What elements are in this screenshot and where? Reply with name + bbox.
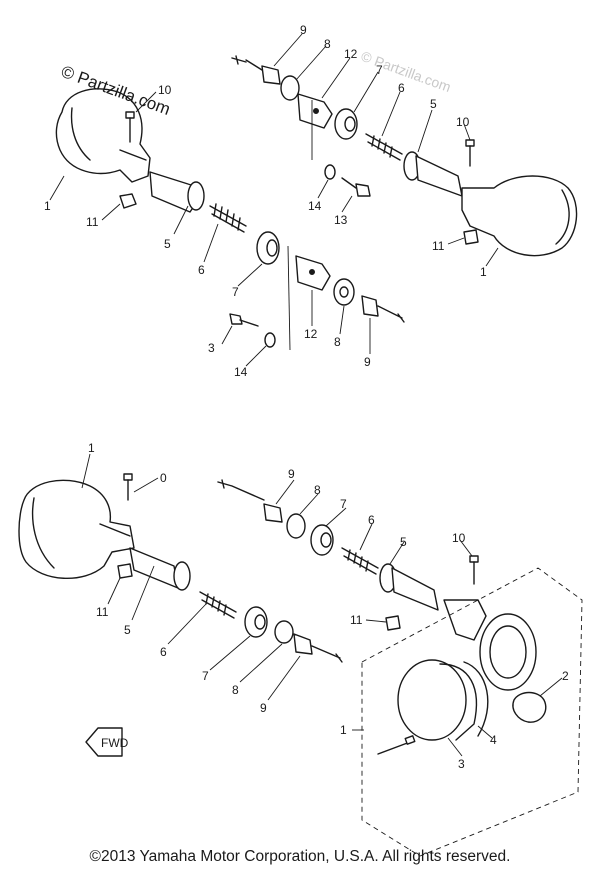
label-d6: 6 [368, 513, 375, 527]
label-b1: 1 [480, 265, 487, 279]
label-d7: 7 [340, 497, 347, 511]
label-c10: 0 [160, 471, 167, 485]
label-a10: 10 [158, 83, 172, 97]
copyright-notice: ©2013 Yamaha Motor Corporation, U.S.A. A… [89, 848, 511, 865]
label-d3: 3 [458, 757, 465, 771]
assembly-boundary [361, 567, 583, 857]
leader-lines [49, 33, 563, 757]
label-d5: 5 [400, 535, 407, 549]
label-a6: 6 [198, 263, 205, 277]
label-d8: 8 [314, 483, 321, 497]
label-d9: 9 [288, 467, 295, 481]
label-c7: 7 [202, 669, 209, 683]
assembly-bottom-right [217, 479, 583, 857]
assembly-top-right [231, 55, 578, 257]
label-c8: 8 [232, 683, 239, 697]
label-a9: 9 [364, 355, 371, 369]
label-a14: 14 [234, 365, 248, 379]
label-c5: 5 [124, 623, 131, 637]
fwd-label: FWD [101, 736, 129, 750]
watermark-faint: © Partzilla.com [359, 48, 453, 95]
label-a3: 3 [208, 341, 215, 355]
label-b11: 11 [432, 239, 445, 253]
label-c9: 9 [260, 701, 267, 715]
label-b5: 5 [430, 97, 437, 111]
label-b10: 10 [456, 115, 470, 129]
label-a5: 5 [164, 237, 171, 251]
label-d10: 10 [452, 531, 466, 545]
assembly-bottom-left [18, 473, 343, 663]
label-d1: 1 [340, 723, 347, 737]
label-c1: 1 [88, 441, 95, 455]
label-b9: 9 [300, 23, 307, 37]
assembly-top-left [55, 88, 405, 351]
label-d4: 4 [490, 733, 497, 747]
label-c11: 11 [96, 605, 109, 619]
part-labels: 1 10 11 5 6 7 12 8 9 3 14 9 8 12 7 6 5 1… [44, 23, 569, 771]
label-a11: 11 [86, 215, 99, 229]
label-b12: 12 [344, 47, 358, 61]
label-a7: 7 [232, 285, 239, 299]
label-c6: 6 [160, 645, 167, 659]
label-a8: 8 [334, 335, 341, 349]
label-d2: 2 [562, 669, 569, 683]
label-a12: 12 [304, 327, 318, 341]
label-b8: 8 [324, 37, 331, 51]
label-d11: 11 [350, 613, 363, 627]
fwd-arrow-icon: FWD [85, 727, 129, 757]
label-b7: 7 [376, 63, 383, 77]
label-b13: 13 [334, 213, 348, 227]
label-b14: 14 [308, 199, 322, 213]
label-a1: 1 [44, 199, 51, 213]
threaded-spacer [209, 203, 247, 233]
label-b6: 6 [398, 81, 405, 95]
